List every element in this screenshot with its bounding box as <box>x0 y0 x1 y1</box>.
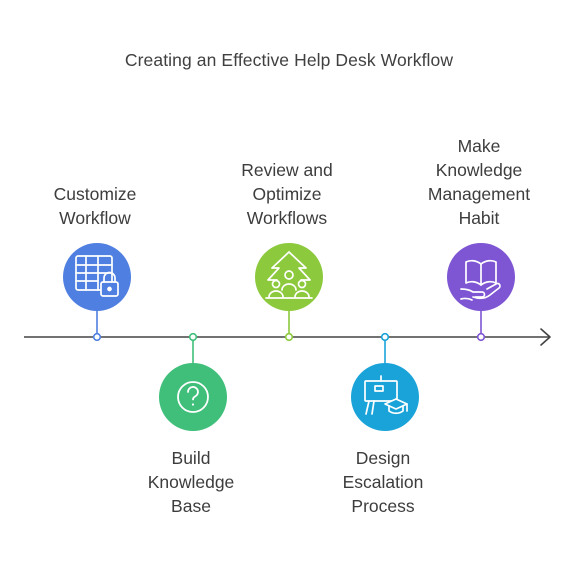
timeline-dot-5 <box>476 332 486 342</box>
presentation-graduation-icon <box>364 375 408 415</box>
timeline-dot-2 <box>188 332 198 342</box>
step-customize-workflow <box>63 243 131 342</box>
step-make-knowledge-management-habit <box>447 243 515 342</box>
book-hand-icon <box>460 259 501 301</box>
step-circle-1 <box>63 243 131 311</box>
step-design-escalation-process <box>351 332 419 431</box>
timeline-dot-1 <box>92 332 102 342</box>
table-lock-icon <box>75 255 119 297</box>
timeline-arrowhead <box>540 328 551 346</box>
step-label-3: Review and Optimize Workflows <box>241 160 333 228</box>
step-label-4: Design Escalation Process <box>342 448 424 516</box>
step-review-optimize-workflows <box>255 243 323 342</box>
timeline-dot-4 <box>380 332 390 342</box>
step-circle-4 <box>351 363 419 431</box>
step-label-5: Make Knowledge Management Habit <box>427 136 531 228</box>
diagram-title: Creating an Effective Help Desk Workflow <box>124 50 454 70</box>
step-label-1: Customize Workflow <box>53 184 137 228</box>
step-build-knowledge-base <box>159 332 227 431</box>
question-circle-icon <box>177 381 209 413</box>
team-growth-icon <box>265 251 313 299</box>
step-circle-3 <box>255 243 323 311</box>
timeline-dot-3 <box>284 332 294 342</box>
step-label-2: Build Knowledge Base <box>147 448 235 516</box>
